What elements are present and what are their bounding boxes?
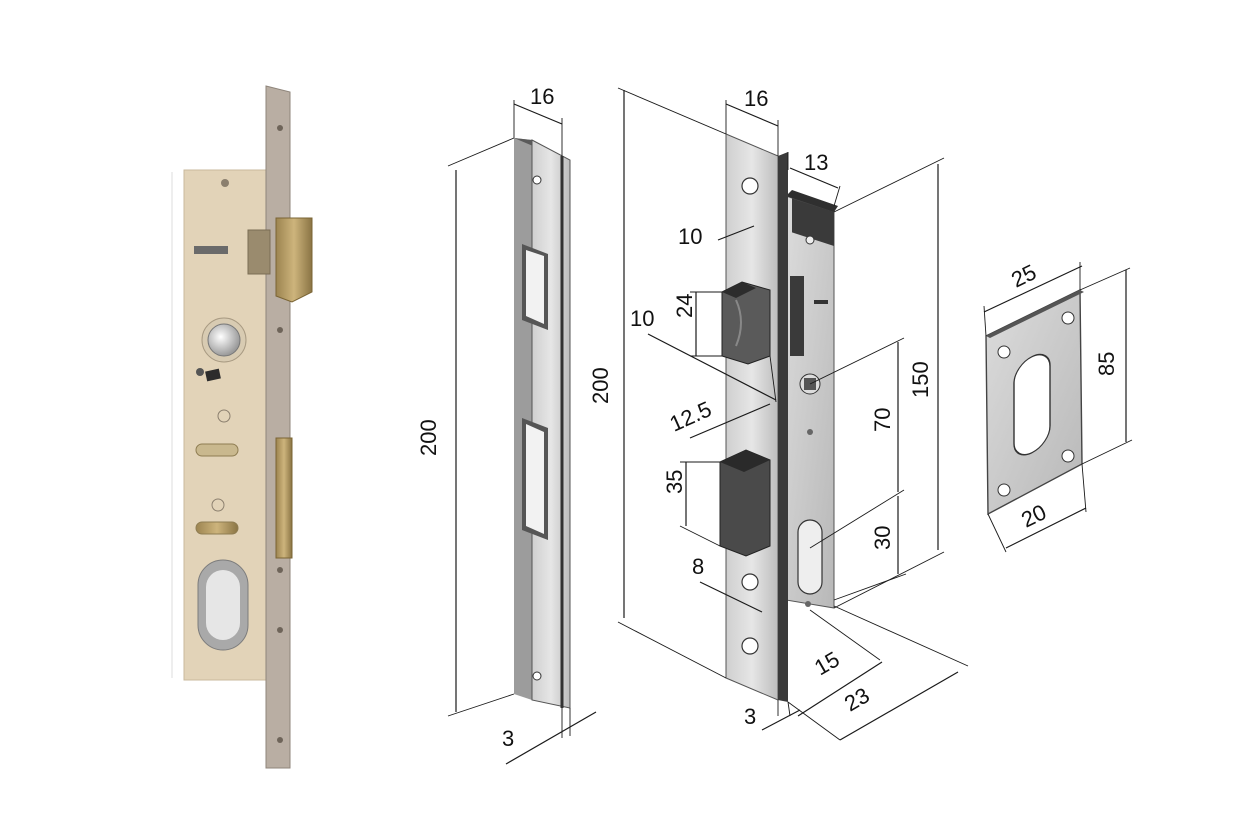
cylinder-cutout-inner: [206, 570, 240, 640]
dim-strike-thickness: 3: [502, 726, 514, 751]
screw-hole: [277, 627, 283, 633]
screw-hole: [532, 175, 542, 185]
screw-hole: [1061, 449, 1075, 463]
screw-hole: [997, 345, 1011, 359]
latch-housing: [247, 229, 271, 275]
screw-hole: [277, 125, 283, 131]
escutcheon-plate: [985, 288, 1084, 516]
cylinder-hole: [797, 519, 823, 595]
dim-lock-height: 200: [588, 367, 613, 404]
dim-backset-23: 23: [840, 682, 874, 716]
dim-latch-offset-top: 10: [678, 224, 702, 249]
latch-slot: [790, 276, 804, 356]
spindle-hub: [207, 323, 241, 357]
screw-hole: [532, 671, 542, 681]
deadbolt-opening-inner: [526, 424, 544, 534]
screw-hole: [277, 567, 283, 573]
rivet: [217, 409, 231, 423]
dim-backset-15: 15: [810, 646, 844, 680]
dim-case-depth: 13: [804, 150, 828, 175]
dim-spindle-to-cylinder: 70: [870, 408, 895, 432]
screw-hole: [997, 483, 1011, 497]
lock-faceplate-edge: [778, 152, 788, 702]
strike-plate: [514, 138, 571, 709]
slot-upper: [195, 443, 239, 457]
strike-plate-dimensions: 16 200 3: [416, 84, 597, 765]
dim-lock-thickness: 3: [744, 704, 756, 729]
screw-hole: [1061, 311, 1075, 325]
brand-label: [194, 246, 228, 254]
case-dark-top: [792, 198, 834, 246]
lock-faceplate: [725, 133, 779, 701]
deadbolt-top: [720, 450, 770, 472]
screw-hole: [741, 573, 759, 591]
latch-bolt-top: [722, 282, 756, 298]
screw-hole: [741, 637, 759, 655]
screw-hole: [277, 737, 283, 743]
screw-hole: [277, 327, 283, 333]
deadbolt-photo: [275, 437, 293, 559]
slot: [814, 300, 828, 304]
dim-case-height: 150: [908, 361, 933, 398]
dim-deadbolt-height: 35: [662, 470, 687, 494]
dim-latch-height: 24: [672, 294, 697, 318]
escutcheon-top-edge: [986, 290, 1084, 338]
rivet: [805, 235, 815, 245]
dim-deadbolt-width: 8: [692, 554, 704, 579]
strike-plate-face: [531, 139, 571, 709]
rivet: [211, 498, 225, 512]
rivet: [221, 179, 229, 187]
dim-cylinder-to-bottom: 30: [870, 526, 895, 550]
lock-faceplate-photo: [265, 85, 291, 769]
screw-hole: [741, 177, 759, 195]
catch-block: [205, 368, 221, 382]
dim-strike-width: 16: [530, 84, 554, 109]
lock-case-top: [786, 190, 838, 212]
latch-opening-inner: [526, 250, 544, 324]
escutcheon-keyhole: [1013, 353, 1051, 456]
mortise-lock-drawing: [719, 133, 838, 702]
latch-curve: [735, 299, 742, 347]
dim-escutcheon-width-bottom: 20: [1017, 499, 1050, 532]
rivet: [807, 429, 813, 435]
rivet: [196, 368, 204, 376]
latch-bolt-photo: [275, 217, 313, 303]
slot-lower: [195, 521, 239, 535]
lock-photo: [171, 85, 313, 769]
dim-lock-faceplate-width: 16: [744, 86, 768, 111]
dim-escutcheon-height: 85: [1094, 352, 1119, 376]
dim-strike-height: 200: [416, 419, 441, 456]
dim-latch-offset-side: 10: [630, 306, 654, 331]
rivet: [805, 601, 811, 607]
